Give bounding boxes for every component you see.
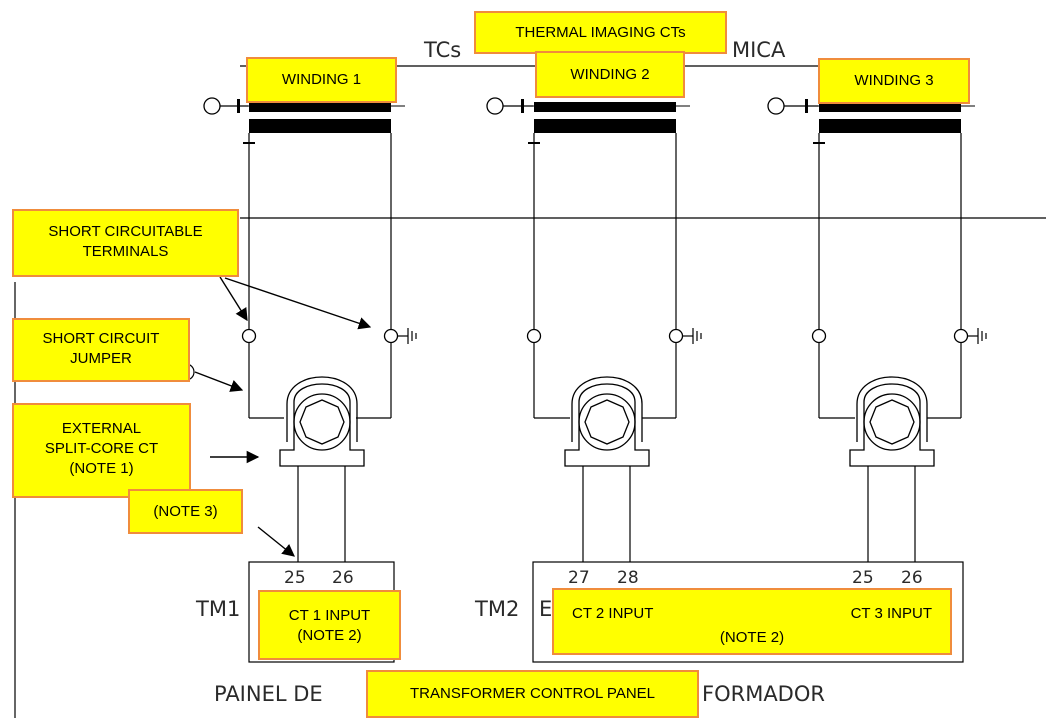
callout-ct2-ct3-input: CT 2 INPUT CT 3 INPUT (NOTE 2) <box>552 588 952 655</box>
unit-3: 25 26 <box>767 97 987 588</box>
callout-short-circuitable-terminals: SHORT CIRCUITABLE TERMINALS <box>12 209 239 277</box>
callout-line: JUMPER <box>70 350 132 367</box>
unit-2: 27 28 TM2 E <box>474 97 964 663</box>
callout-line: (NOTE 2) <box>297 627 362 644</box>
callout-line: SPLIT-CORE CT <box>44 440 159 457</box>
callout-line: CT 1 INPUT <box>288 607 371 624</box>
tm1-label: TM1 <box>195 597 240 621</box>
callout-line: SHORT CIRCUIT <box>42 330 160 347</box>
split-core-ct-2 <box>564 376 650 467</box>
tcs-label-left: TCs <box>423 38 461 62</box>
tm2-suffix: E <box>539 597 552 621</box>
ground-symbol <box>682 327 702 345</box>
split-core-ct-1 <box>279 376 365 467</box>
callout-winding-2: WINDING 2 <box>535 51 685 98</box>
tcs-label-right: MICA <box>732 38 786 62</box>
callout-ct1-input: CT 1 INPUT (NOTE 2) <box>258 590 401 660</box>
callout-line: EXTERNAL <box>61 420 142 437</box>
callout-winding-3: WINDING 3 <box>818 58 970 104</box>
terminal-circle <box>668 328 684 344</box>
callout-ct3-input: CT 3 INPUT <box>850 605 932 622</box>
terminal-number: 25 <box>852 568 874 588</box>
callout-line: TERMINALS <box>82 243 169 260</box>
split-core-ct-3 <box>849 376 935 467</box>
panel-label-right: FORMADOR <box>702 682 825 706</box>
winding-2-symbol <box>486 97 690 144</box>
winding-1-symbol <box>203 97 405 144</box>
panel-label-left: PAINEL DE <box>214 682 323 706</box>
terminal-number: 25 <box>284 568 306 588</box>
terminal-number: 28 <box>617 568 639 588</box>
annotation-arrows <box>194 276 372 557</box>
callout-line: SHORT CIRCUITABLE <box>48 223 203 240</box>
terminal-circle <box>811 328 827 344</box>
terminal-circle <box>953 328 969 344</box>
ground-symbol <box>967 327 987 345</box>
tm2-label: TM2 <box>474 597 519 621</box>
terminal-circle <box>241 328 257 344</box>
callout-thermal-imaging-cts: THERMAL IMAGING CTs <box>474 11 727 54</box>
callout-winding-1: WINDING 1 <box>246 57 397 103</box>
callout-note-3: (NOTE 3) <box>128 489 243 534</box>
terminal-number: 26 <box>901 568 923 588</box>
terminal-circle <box>383 328 399 344</box>
ground-symbol <box>397 327 417 345</box>
callout-short-circuit-jumper: SHORT CIRCUIT JUMPER <box>12 318 190 382</box>
terminal-number: 27 <box>568 568 590 588</box>
callout-external-split-core-ct: EXTERNAL SPLIT-CORE CT (NOTE 1) <box>12 403 191 498</box>
callout-line: (NOTE 1) <box>69 460 134 477</box>
unit-1: 25 26 TM1 <box>195 97 417 663</box>
callout-ct23-note: (NOTE 2) <box>719 629 785 646</box>
winding-3-symbol <box>767 97 975 144</box>
callout-transformer-control-panel: TRANSFORMER CONTROL PANEL <box>366 670 699 718</box>
terminal-circle <box>526 328 542 344</box>
terminal-number: 26 <box>332 568 354 588</box>
callout-ct2-input: CT 2 INPUT <box>572 605 654 622</box>
